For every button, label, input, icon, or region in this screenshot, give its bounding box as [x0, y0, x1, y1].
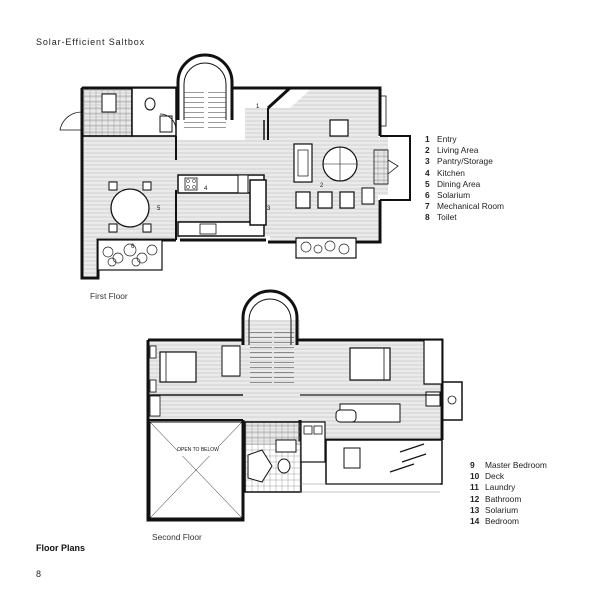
kitchen-counter-bottom — [177, 221, 265, 237]
second-floor-plan: OPEN TO BELOW — [146, 289, 463, 522]
laundry — [300, 421, 326, 463]
master-bed — [349, 347, 391, 381]
dining-table — [110, 188, 150, 228]
deck — [442, 381, 463, 421]
page-number: 8 — [36, 569, 42, 579]
plan-label-6: 6 — [131, 244, 135, 250]
sofa — [293, 143, 313, 183]
stair-tower-wall — [176, 53, 234, 120]
first-floor-plan: 2 3 4 5 6 1 — [59, 53, 411, 280]
open-to-below-label: OPEN TO BELOW — [177, 447, 219, 453]
section-title: Floor Plans — [36, 543, 86, 553]
second-stair-tower — [241, 289, 299, 345]
plan-label-1: 1 — [256, 104, 260, 110]
kitchen-island — [249, 179, 267, 226]
plan-label-4: 4 — [204, 186, 208, 192]
plan-label-2: 2 — [320, 183, 324, 189]
entry-bay — [380, 135, 411, 201]
plan-label-3: 3 — [267, 206, 271, 212]
first-floor-caption: First Floor — [90, 291, 128, 301]
second-floor-caption: Second Floor — [152, 532, 202, 542]
upper-solarium — [325, 439, 443, 485]
solarium-planter-right — [295, 237, 357, 259]
bedroom-left-bed — [159, 351, 197, 383]
page-title: Solar-Efficient Saltbox — [36, 37, 146, 47]
plan-label-5: 5 — [157, 206, 161, 212]
